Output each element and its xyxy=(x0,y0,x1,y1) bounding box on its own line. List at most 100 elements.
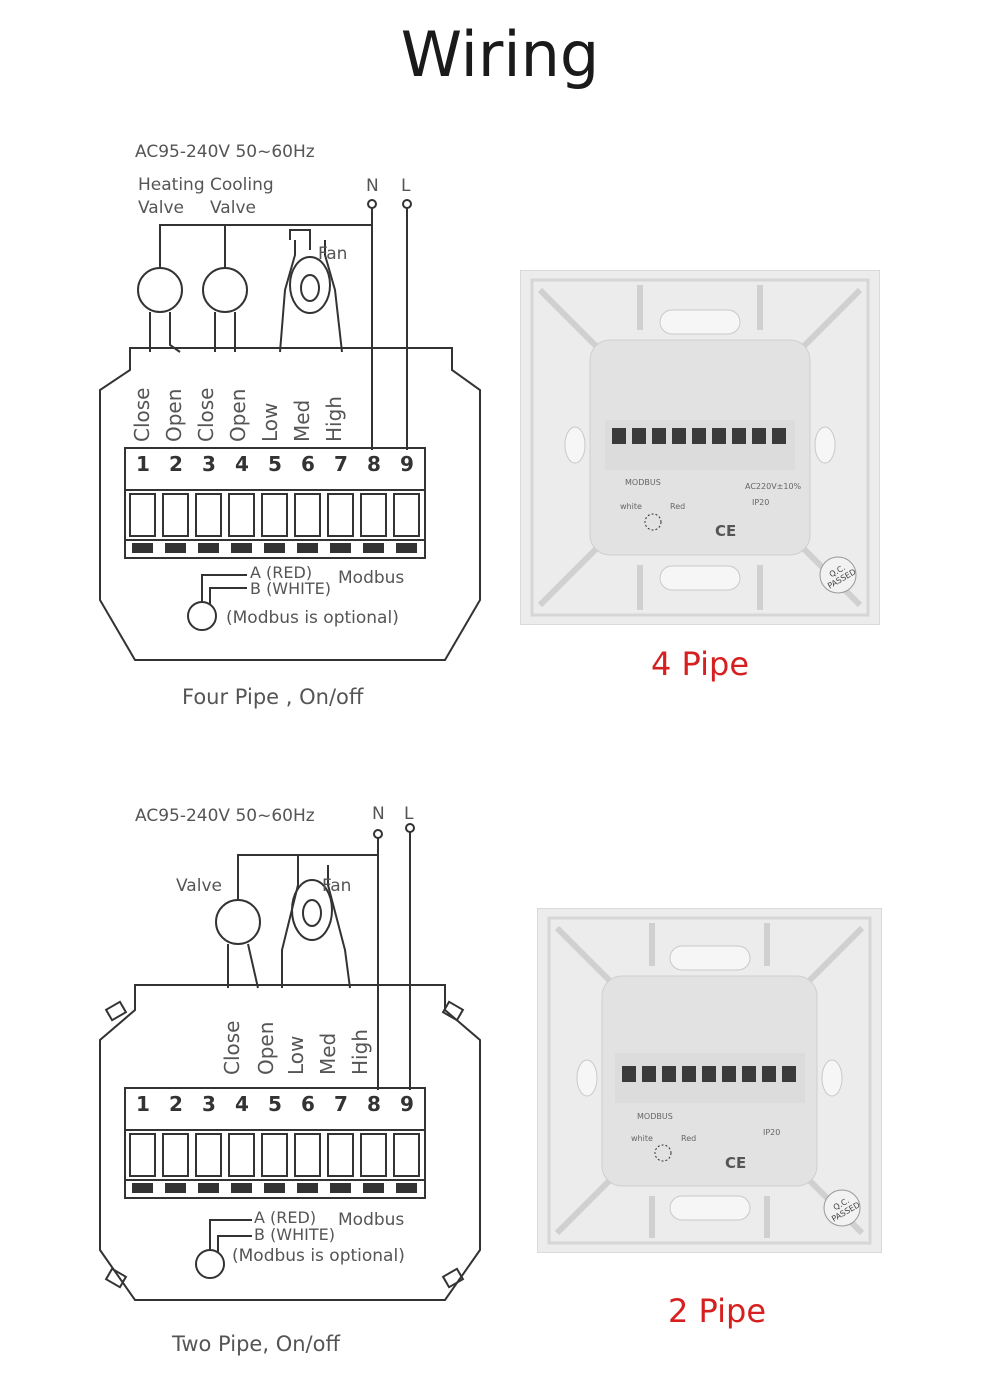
photo-terminal-screw xyxy=(642,1066,656,1082)
photo-terminal-screw xyxy=(652,428,666,444)
photo-terminal-screw xyxy=(742,1066,756,1082)
terminal-label-open-heating: Open xyxy=(162,388,186,442)
terminal-number: 7 xyxy=(334,1092,348,1116)
modbus-label: Modbus xyxy=(338,568,405,588)
valve-label: Valve xyxy=(176,876,222,896)
terminal-screw xyxy=(360,493,387,537)
terminal-tab xyxy=(264,543,285,553)
four-pipe-wiring-diagram: AC95-240V 50~60Hz Heating Valve Cooling … xyxy=(60,130,500,750)
terminal-tab xyxy=(198,1183,219,1193)
photo-terminal-screw xyxy=(662,1066,676,1082)
photo-terminal-screw xyxy=(752,428,766,444)
terminal-tab xyxy=(264,1183,285,1193)
photo-terminal-screw xyxy=(722,1066,736,1082)
terminal-label-close: Close xyxy=(220,1020,244,1075)
terminal-label-close-heating: Close xyxy=(130,387,154,442)
photo-terminal-screw xyxy=(762,1066,776,1082)
heating-valve-label-line1: Heating xyxy=(138,175,205,195)
terminal-screw xyxy=(327,493,354,537)
modbus-a-label: A (RED) xyxy=(254,1208,317,1227)
terminal-screw xyxy=(261,493,288,537)
terminal-tab xyxy=(165,543,186,553)
terminal-screw xyxy=(393,1133,420,1177)
terminal-screw xyxy=(129,493,156,537)
four-pipe-line-drawing xyxy=(99,199,481,661)
terminal-tab xyxy=(231,543,252,553)
terminal-label-open-cooling: Open xyxy=(226,388,250,442)
modbus-a-label: A (RED) xyxy=(250,563,313,582)
terminal-screw xyxy=(129,1133,156,1177)
two-pipe-label: 2 Pipe xyxy=(667,1292,766,1330)
terminal-label-low: Low xyxy=(284,1035,308,1075)
terminal-number: 8 xyxy=(367,452,381,476)
photo-terminal-screw xyxy=(632,428,646,444)
photo-terminal-screw xyxy=(682,1066,696,1082)
terminal-number: 3 xyxy=(202,452,216,476)
terminal-tab xyxy=(330,1183,351,1193)
terminal-number: 5 xyxy=(268,1092,282,1116)
four-pipe-label: 4 Pipe xyxy=(650,645,749,683)
terminal-number: 8 xyxy=(367,1092,381,1116)
four-pipe-device-photo: MODBUS white Red AC220V±10% IP20 CE Q.C.… xyxy=(519,269,881,626)
terminal-tab xyxy=(231,1183,252,1193)
terminal-tab xyxy=(297,543,318,553)
fan-label: Fan xyxy=(318,244,348,264)
ac-plate-text: AC220V±10% xyxy=(745,482,802,491)
terminal-label-close-cooling: Close xyxy=(194,387,218,442)
two-pipe-backplate-graphic xyxy=(536,907,883,1254)
terminal-number: 1 xyxy=(136,1092,150,1116)
fan-label: Fan xyxy=(322,876,352,896)
terminal-screw xyxy=(294,1133,321,1177)
photo-terminal-screw xyxy=(732,428,746,444)
supply-voltage-label: AC95-240V 50~60Hz xyxy=(135,142,315,162)
terminal-screw xyxy=(195,1133,222,1177)
two-pipe-device-photo: MODBUS white Red IP20 CE Q.C.PASSED xyxy=(536,907,883,1254)
terminal-tab xyxy=(363,543,384,553)
terminal-tab xyxy=(165,1183,186,1193)
terminal-tab xyxy=(396,1183,417,1193)
terminal-number: 1 xyxy=(136,452,150,476)
terminal-screw xyxy=(327,1133,354,1177)
photo-terminal-screw xyxy=(712,428,726,444)
terminal-tab xyxy=(297,1183,318,1193)
terminal-tab xyxy=(132,1183,153,1193)
supply-voltage-label: AC95-240V 50~60Hz xyxy=(135,806,315,826)
terminal-number: 7 xyxy=(334,452,348,476)
terminal-tab xyxy=(330,543,351,553)
terminal-number: 5 xyxy=(268,452,282,476)
terminal-screw xyxy=(228,493,255,537)
terminal-number: 9 xyxy=(400,1092,414,1116)
modbus-b-label: B (WHITE) xyxy=(254,1225,335,1244)
cooling-valve-label-line2: Valve xyxy=(210,198,256,218)
four-pipe-caption: Four Pipe , On/off xyxy=(182,685,364,709)
terminal-number: 6 xyxy=(301,452,315,476)
terminal-tab xyxy=(396,543,417,553)
terminal-tab xyxy=(198,543,219,553)
terminal-screw xyxy=(228,1133,255,1177)
photo-terminal-screw xyxy=(622,1066,636,1082)
photo-terminal-screw xyxy=(612,428,626,444)
terminal-number: 2 xyxy=(169,452,183,476)
terminal-tab xyxy=(363,1183,384,1193)
photo-terminal-screw xyxy=(702,1066,716,1082)
terminal-label-high: High xyxy=(348,1029,372,1075)
cooling-valve-label-line1: Cooling xyxy=(210,175,274,195)
terminal-number: 3 xyxy=(202,1092,216,1116)
terminal-screw xyxy=(261,1133,288,1177)
photo-terminal-screw xyxy=(672,428,686,444)
terminal-screw xyxy=(294,493,321,537)
terminal-label-low: Low xyxy=(258,402,282,442)
white-plate-text: white xyxy=(631,1134,653,1143)
neutral-label: N xyxy=(366,176,379,196)
photo-terminal-screw xyxy=(692,428,706,444)
terminal-screw xyxy=(360,1133,387,1177)
terminal-label-med: Med xyxy=(290,399,314,442)
terminal-screw xyxy=(195,493,222,537)
terminal-label-high: High xyxy=(322,396,346,442)
ip-plate-text: IP20 xyxy=(763,1128,781,1137)
terminal-tab xyxy=(132,543,153,553)
page-title: Wiring xyxy=(400,18,600,91)
modbus-plate-text: MODBUS xyxy=(637,1112,673,1121)
modbus-label: Modbus xyxy=(338,1210,405,1230)
terminal-number: 9 xyxy=(400,452,414,476)
